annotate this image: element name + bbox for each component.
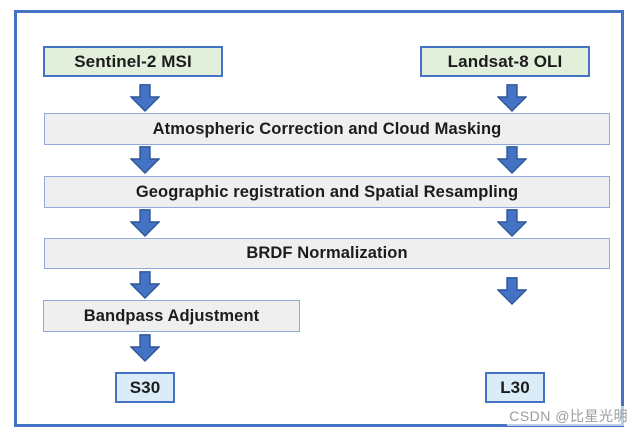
down-arrow-icon bbox=[497, 277, 527, 305]
down-arrow-icon bbox=[497, 84, 527, 112]
output-box-s30: S30 bbox=[115, 372, 175, 403]
watermark: CSDN @比星光明 bbox=[507, 406, 630, 426]
down-arrow-icon bbox=[130, 84, 160, 112]
down-arrow-icon bbox=[497, 146, 527, 174]
down-arrow-icon bbox=[130, 209, 160, 237]
step-box-geographic-registration-label: Geographic registration and Spatial Resa… bbox=[135, 182, 519, 201]
down-arrow-icon bbox=[130, 334, 160, 362]
source-box-sentinel2-msi-label: Sentinel-2 MSI bbox=[74, 51, 192, 71]
step-box-brdf-normalization: BRDF Normalization bbox=[44, 238, 610, 269]
diagram-frame bbox=[14, 10, 624, 427]
step-box-atmospheric-correction-label: Atmospheric Correction and Cloud Masking bbox=[152, 119, 502, 138]
source-box-landsat8-oli-label: Landsat-8 OLI bbox=[447, 51, 563, 71]
output-box-s30-label: S30 bbox=[129, 377, 161, 397]
source-box-landsat8-oli: Landsat-8 OLI bbox=[420, 46, 590, 77]
step-box-geographic-registration: Geographic registration and Spatial Resa… bbox=[44, 176, 610, 208]
step-box-bandpass-adjustment-label: Bandpass Adjustment bbox=[83, 306, 260, 325]
down-arrow-icon bbox=[497, 209, 527, 237]
source-box-sentinel2-msi: Sentinel-2 MSI bbox=[43, 46, 223, 77]
step-box-brdf-normalization-label: BRDF Normalization bbox=[246, 244, 408, 262]
down-arrow-icon bbox=[130, 271, 160, 299]
step-box-bandpass-adjustment: Bandpass Adjustment bbox=[43, 300, 300, 332]
down-arrow-icon bbox=[130, 146, 160, 174]
output-box-l30-label: L30 bbox=[500, 377, 530, 397]
output-box-l30: L30 bbox=[485, 372, 545, 403]
step-box-atmospheric-correction: Atmospheric Correction and Cloud Masking bbox=[44, 113, 610, 145]
